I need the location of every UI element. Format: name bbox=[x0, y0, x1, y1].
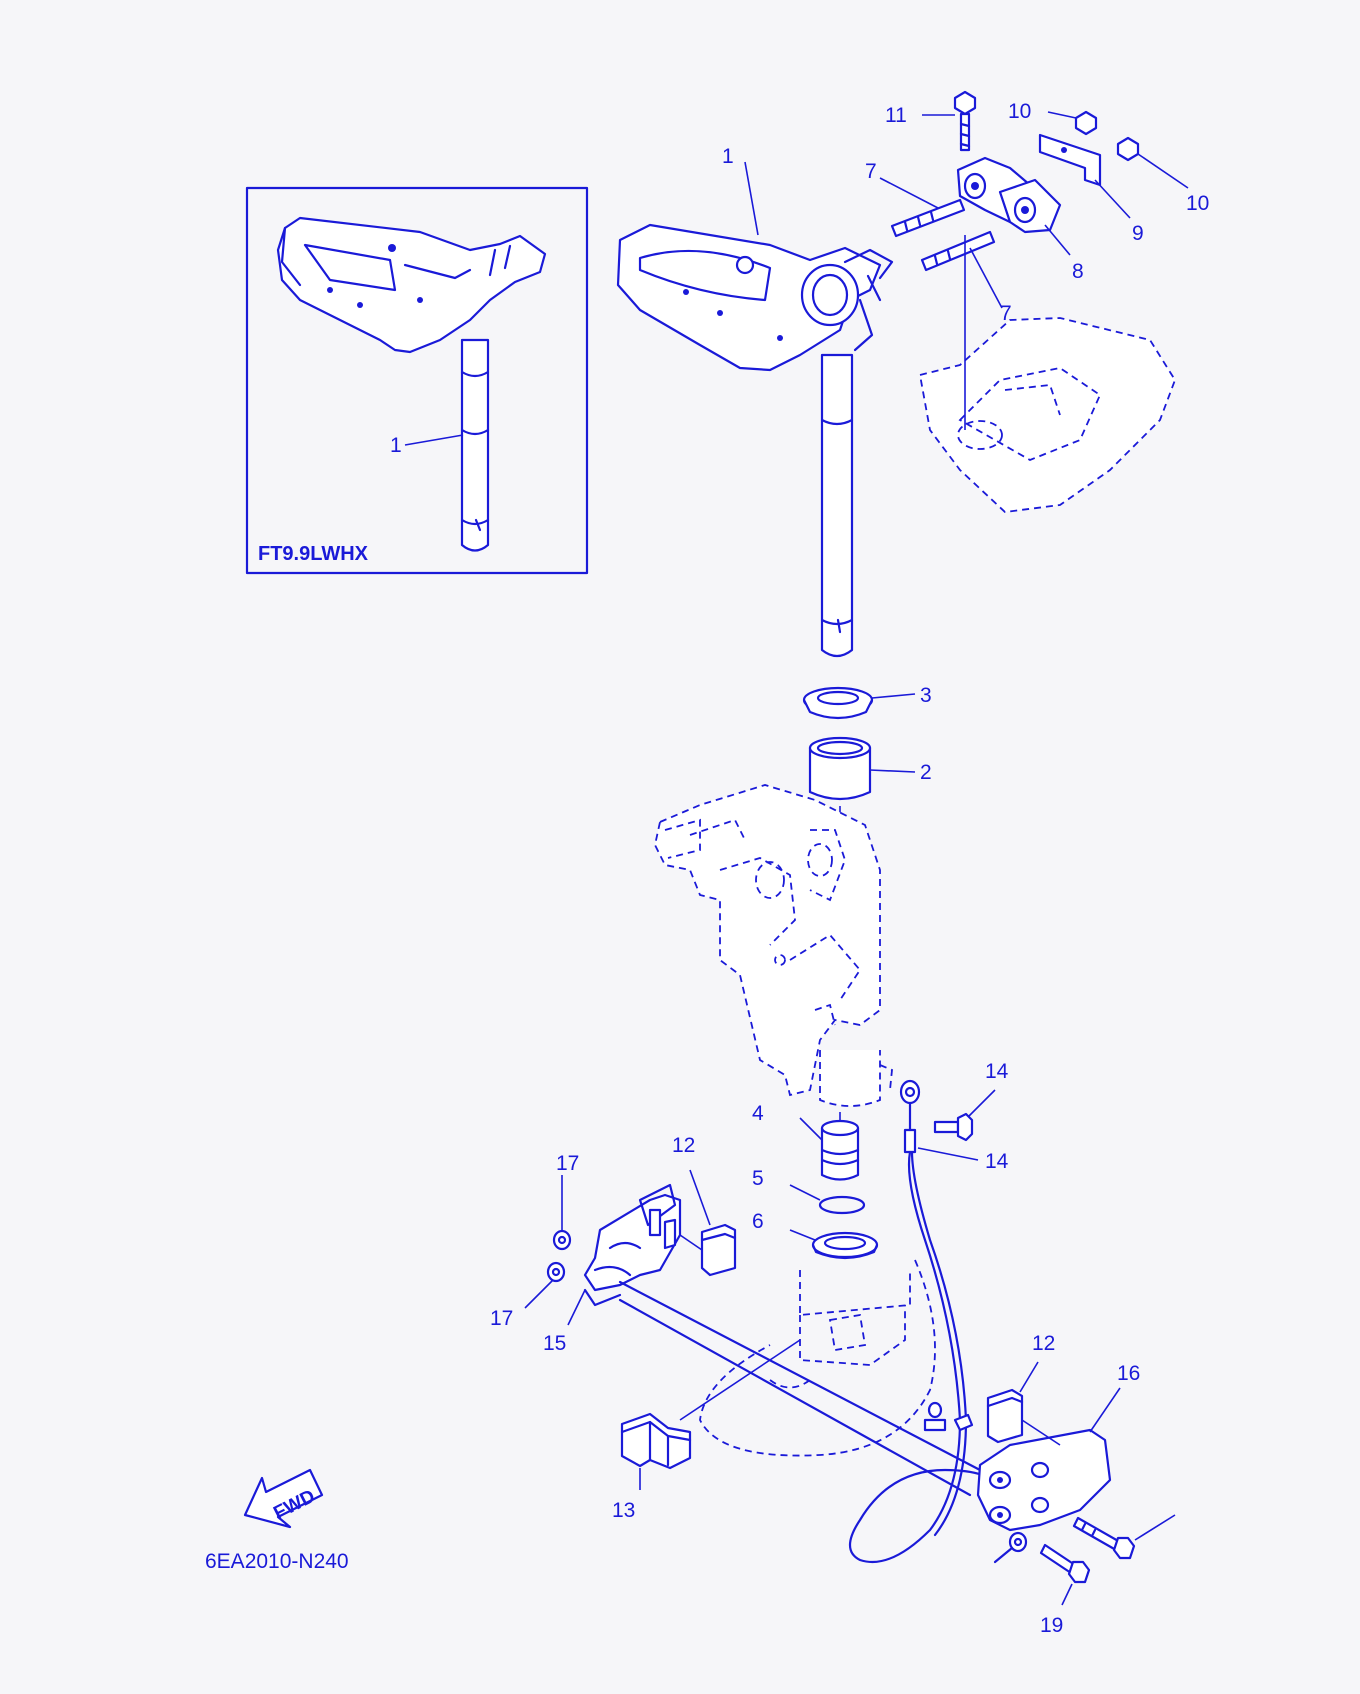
callout-15: 19 bbox=[1040, 1614, 1063, 1637]
lower-case-context bbox=[699, 1259, 936, 1457]
callout-1: 1 bbox=[722, 145, 734, 168]
screw-18 bbox=[933, 1112, 974, 1142]
callout-14-upper: 12 bbox=[672, 1134, 695, 1157]
plate-9 bbox=[1038, 133, 1102, 187]
callout-12-right: 16 bbox=[1117, 1362, 1140, 1385]
callout-7-upper: 7 bbox=[865, 160, 877, 183]
callout-3: 3 bbox=[920, 684, 932, 707]
bushing-3 bbox=[802, 686, 874, 720]
upper-mount-12-right bbox=[976, 1428, 1112, 1532]
damper-14-right bbox=[986, 1388, 1024, 1444]
callout-5: 5 bbox=[752, 1167, 764, 1190]
swivel-bracket-context bbox=[654, 784, 893, 1107]
callout-8: 8 bbox=[1072, 260, 1084, 283]
bolt-15 bbox=[993, 1531, 1091, 1584]
callout-11: 11 bbox=[885, 104, 907, 127]
callout-13: 13 bbox=[612, 1499, 635, 1522]
callout-10-right: 10 bbox=[1186, 192, 1209, 215]
callout-18: 14 bbox=[985, 1060, 1009, 1083]
mount-rail-lower bbox=[618, 1298, 972, 1497]
callout-6: 6 bbox=[752, 1210, 764, 1233]
seal-6 bbox=[811, 1231, 879, 1260]
bottom-cowling-context bbox=[918, 235, 1176, 513]
callout-12-left: 15 bbox=[543, 1332, 566, 1355]
bolt-16 bbox=[1072, 1516, 1136, 1560]
nut-10-upper bbox=[1074, 110, 1098, 136]
callout-14-right: 12 bbox=[1032, 1332, 1055, 1355]
callout-17-upper: 17 bbox=[556, 1152, 579, 1175]
mount-bracket-8 bbox=[956, 156, 1062, 234]
mount-rail-upper bbox=[618, 1280, 982, 1472]
leader-1 bbox=[744, 161, 759, 236]
inset-panel: FT9.9LWHX 1 bbox=[245, 186, 589, 575]
inset-model-label: FT9.9LWHX bbox=[258, 543, 369, 565]
callout-9: 9 bbox=[1132, 222, 1144, 245]
inset-steering-bracket bbox=[276, 216, 547, 552]
callout-1-inset: 1 bbox=[390, 434, 402, 457]
callout-10-upper: 10 bbox=[1008, 100, 1031, 123]
upper-mount-12-left bbox=[583, 1183, 682, 1307]
steering-bracket-part-1 bbox=[616, 223, 894, 658]
stud-bolt-7-lower bbox=[920, 230, 996, 272]
inset-frame bbox=[245, 186, 589, 575]
ground-lead-19 bbox=[848, 1079, 1007, 1564]
washer-17-upper bbox=[552, 1229, 572, 1251]
o-ring-5 bbox=[818, 1195, 866, 1215]
fwd-arrow: FWD bbox=[243, 1468, 324, 1529]
ground-screw-lower bbox=[923, 1401, 974, 1432]
damper-13 bbox=[620, 1412, 692, 1470]
callout-4: 4 bbox=[752, 1102, 764, 1125]
bushing-2 bbox=[808, 736, 872, 801]
damper-14-upper bbox=[700, 1223, 737, 1277]
callout-19: 14 bbox=[985, 1150, 1009, 1173]
callout-2: 2 bbox=[920, 761, 932, 784]
bolt-11 bbox=[953, 90, 977, 152]
stud-bolt-7-upper bbox=[890, 198, 966, 238]
washer-17-lower bbox=[546, 1261, 566, 1283]
callout-17-lower: 17 bbox=[490, 1307, 513, 1330]
callout-7-lower: 7 bbox=[1000, 302, 1012, 325]
nut-10-right bbox=[1116, 136, 1140, 162]
bushing-4 bbox=[820, 1119, 860, 1181]
diagram-code: 6EA2010-N240 bbox=[205, 1550, 349, 1573]
